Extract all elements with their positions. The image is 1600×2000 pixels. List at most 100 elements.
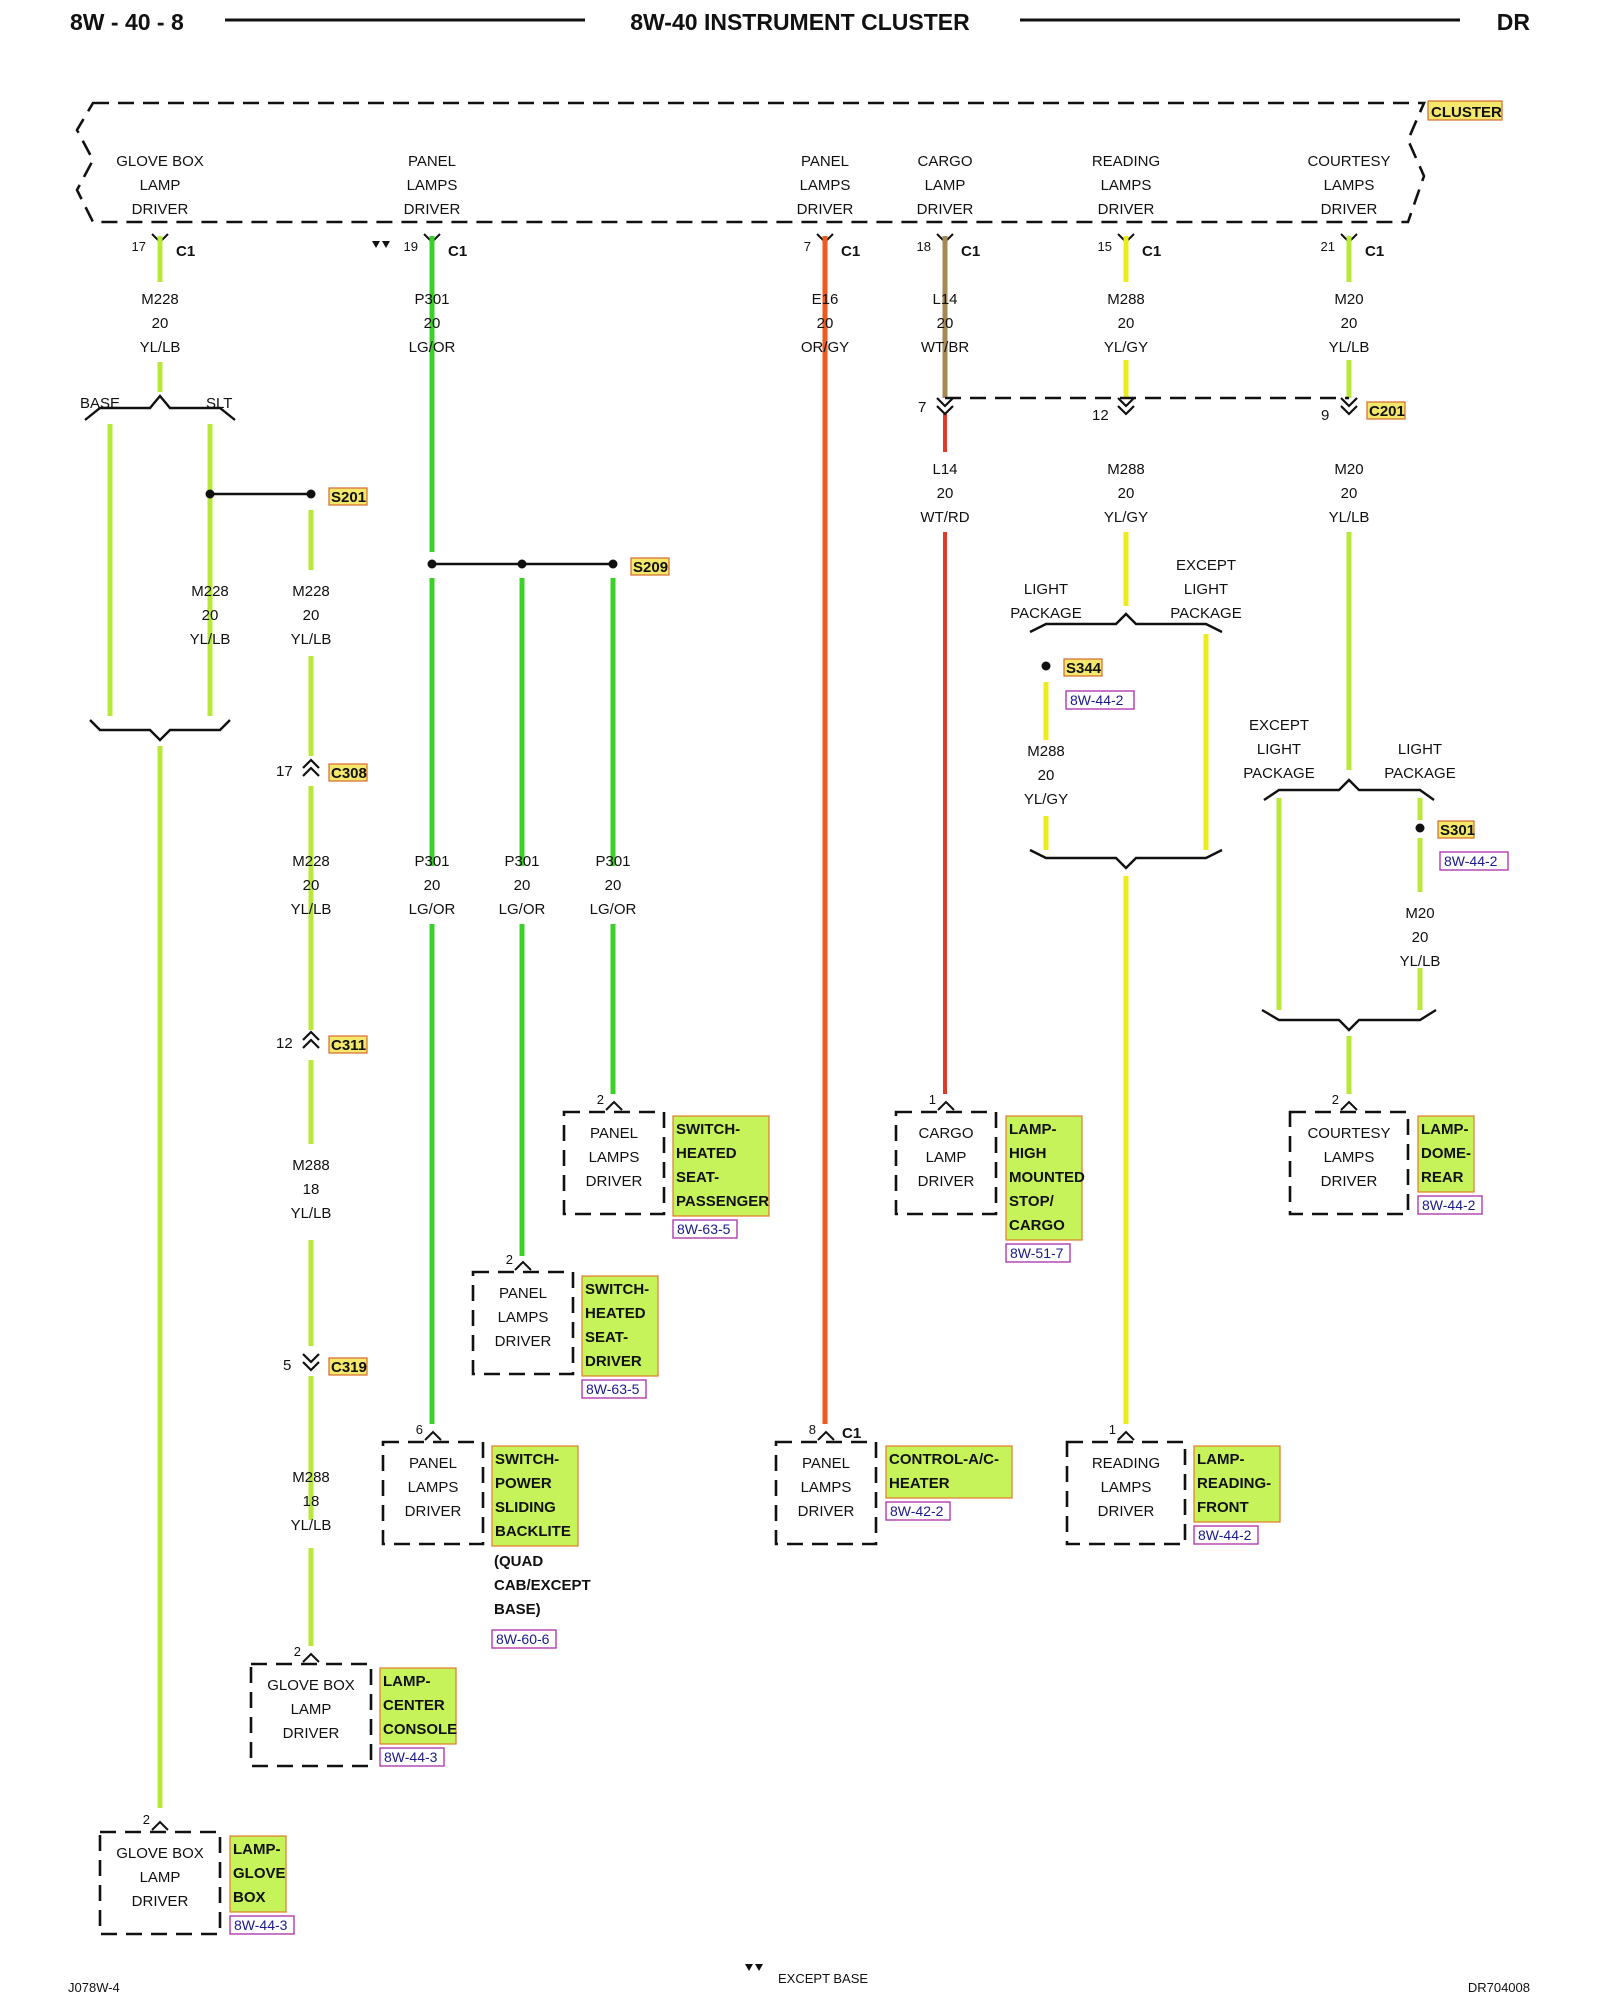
circuit-label: LG/OR [499, 901, 546, 918]
elp2-line1: EXCEPT [1249, 717, 1309, 734]
component-ref-box[interactable] [581, 1379, 647, 1399]
component-label: PASSENGER [676, 1193, 769, 1210]
lp2-line1: LIGHT [1398, 741, 1442, 758]
component-outline [381, 1440, 485, 1546]
circuit-label: 20 [937, 485, 954, 502]
component-ref-link[interactable]: 8W-44-2 [1422, 1197, 1476, 1213]
circuit-label: 20 [1118, 315, 1135, 332]
component-driver-label: LAMP [926, 1149, 967, 1166]
elp1-line2: LIGHT [1184, 581, 1228, 598]
component-ref-box[interactable] [491, 1629, 557, 1649]
circuit-label: 20 [424, 877, 441, 894]
s209-label-box [630, 557, 670, 576]
circuit-label: M228 [141, 291, 179, 308]
cluster-driver-label: READING [1092, 153, 1160, 170]
component-ref-link[interactable]: 8W-51-7 [1010, 1245, 1064, 1261]
component-ref-link[interactable]: 8W-63-5 [586, 1381, 640, 1397]
component-ref-link[interactable]: 8W-63-5 [677, 1221, 731, 1237]
component-ref-box[interactable] [229, 1915, 295, 1935]
instrument-cluster-component: CLUSTER [75, 100, 1503, 224]
circuit-label: 20 [1412, 929, 1429, 946]
component-reading: 1READINGLAMPSDRIVERLAMP-READING-FRONT8W-… [1065, 1422, 1281, 1546]
component-label: BOX [233, 1889, 266, 1906]
circuit-label: 18 [303, 1493, 320, 1510]
except-base-marker [372, 241, 390, 248]
circuit-label: LG/OR [590, 901, 637, 918]
component-ref-box[interactable] [379, 1747, 445, 1767]
cluster-label-box [1427, 100, 1503, 121]
s301-dot [1415, 823, 1425, 833]
component-driver-label: PANEL [499, 1285, 547, 1302]
wires [107, 236, 1423, 1808]
circuit-label: M20 [1334, 291, 1363, 308]
light-package-bracket [1029, 612, 1223, 634]
c319-label-box [328, 1357, 368, 1376]
component-pin-number: 1 [929, 1092, 936, 1107]
component-label: HEATER [889, 1475, 950, 1492]
circuit-label: P301 [414, 853, 449, 870]
circuit-label: LG/OR [409, 339, 456, 356]
component-driver-label: DRIVER [918, 1173, 975, 1190]
component-ref-link[interactable]: 8W-42-2 [890, 1503, 944, 1519]
circuit-label: M228 [191, 583, 229, 600]
component-pin-terminal [817, 1430, 835, 1441]
option-base: BASE [80, 395, 120, 412]
component-label: DRIVER [585, 1353, 642, 1370]
component-label: HEATED [676, 1145, 737, 1162]
component-label: LAMP- [383, 1673, 431, 1690]
component-driver-label: READING [1092, 1455, 1160, 1472]
component-ref-link[interactable]: 8W-44-3 [234, 1917, 288, 1933]
package-labels: LIGHT PACKAGE EXCEPT LIGHT PACKAGE EXCEP… [1010, 557, 1455, 782]
component-ref-link[interactable]: 8W-44-3 [384, 1749, 438, 1765]
component-outline [774, 1440, 878, 1546]
component-label: HIGH [1009, 1145, 1047, 1162]
component-note: BASE) [494, 1601, 541, 1618]
circuit-label: YL/GY [1024, 791, 1068, 808]
cluster-driver-label: COURTESY [1307, 153, 1390, 170]
component-ref-link[interactable]: 8W-60-6 [496, 1631, 550, 1647]
s301-ref-box[interactable] [1439, 851, 1509, 871]
component-ref-box[interactable] [1417, 1195, 1483, 1215]
component-label-box [581, 1275, 659, 1377]
circuit-label: 20 [1341, 315, 1358, 332]
s344-label-box [1063, 658, 1103, 677]
c311-label: C311 [331, 1037, 366, 1054]
circuit-label: M20 [1334, 461, 1363, 478]
component-ref-box[interactable] [885, 1501, 951, 1521]
cluster-driver-label: LAMP [925, 177, 966, 194]
component-pin-terminal [424, 1430, 442, 1441]
elp1-line1: EXCEPT [1176, 557, 1236, 574]
cluster-connector: C1 [1365, 243, 1384, 260]
component-driver-label: GLOVE BOX [116, 1845, 204, 1862]
component-ref-link[interactable]: 8W-44-2 [1198, 1527, 1252, 1543]
s301-label: S301 [1440, 822, 1475, 839]
s301-ref[interactable]: 8W-44-2 [1444, 853, 1498, 869]
circuit-label: YL/LB [1400, 953, 1441, 970]
component-label: LAMP- [1421, 1121, 1469, 1138]
cluster-pin-number: 19 [404, 239, 418, 254]
lp1-line2: PACKAGE [1010, 605, 1081, 622]
component-outline [1065, 1440, 1187, 1546]
component-outline [98, 1830, 222, 1936]
circuit-label: OR/GY [801, 339, 849, 356]
component-ref-box[interactable] [1005, 1243, 1071, 1263]
page-header: 8W - 40 - 8 8W-40 INSTRUMENT CLUSTER DR [70, 9, 1530, 35]
circuit-label: WT/BR [921, 339, 969, 356]
c319-label: C319 [331, 1359, 367, 1376]
s344-ref[interactable]: 8W-44-2 [1070, 692, 1124, 708]
component-pin-terminal [514, 1260, 532, 1271]
base-slt-bracket [84, 394, 236, 421]
s344-ref-box[interactable] [1065, 690, 1135, 710]
c319-chevron [302, 1353, 320, 1372]
component-ref-box[interactable] [1193, 1525, 1259, 1545]
cluster-pin-number: 17 [132, 239, 146, 254]
footer-legend: EXCEPT BASE [778, 1971, 868, 1986]
component-ref-box[interactable] [672, 1219, 738, 1239]
s201-label-box [328, 487, 368, 506]
component-pin-terminal [1340, 1100, 1358, 1111]
elp1-line3: PACKAGE [1170, 605, 1241, 622]
